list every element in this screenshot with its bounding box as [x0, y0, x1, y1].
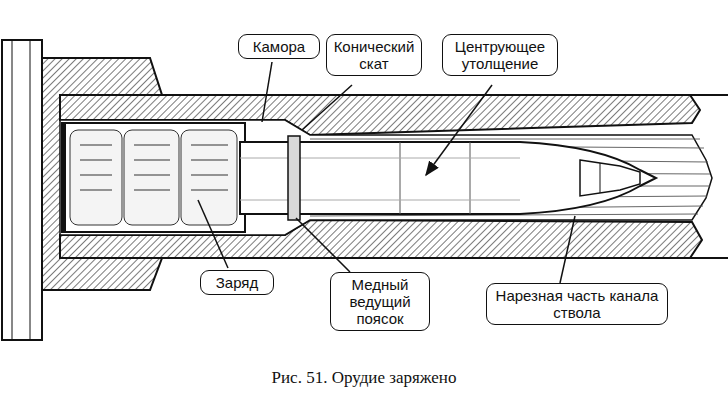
- part-label: Нарезная часть канала ствола: [493, 287, 661, 321]
- label-box: Нарезная часть канала ствола: [486, 283, 668, 325]
- label-box: Центрующее утолщение: [442, 34, 558, 76]
- label-box: Конический скат: [326, 34, 422, 76]
- driving-band: [288, 136, 300, 220]
- bore: [60, 120, 712, 235]
- label-box: Медный ведущий поясок: [330, 272, 430, 331]
- leader-lines: [198, 62, 575, 283]
- part-label: Конический скат: [333, 38, 415, 72]
- charge-bags: [70, 130, 237, 225]
- label-box: Камора: [238, 34, 320, 59]
- part-label: Заряд: [207, 274, 267, 291]
- figure-caption: Рис. 51. Орудие заряжено: [0, 368, 728, 388]
- part-label: Центрующее утолщение: [449, 38, 551, 72]
- part-label: Медный ведущий поясок: [337, 276, 423, 327]
- fuse: [580, 160, 640, 196]
- breech-block: [2, 40, 42, 340]
- cartridge-case: [62, 123, 245, 232]
- part-label: Камора: [245, 38, 313, 55]
- shell: [240, 142, 656, 214]
- label-box: Заряд: [200, 270, 274, 295]
